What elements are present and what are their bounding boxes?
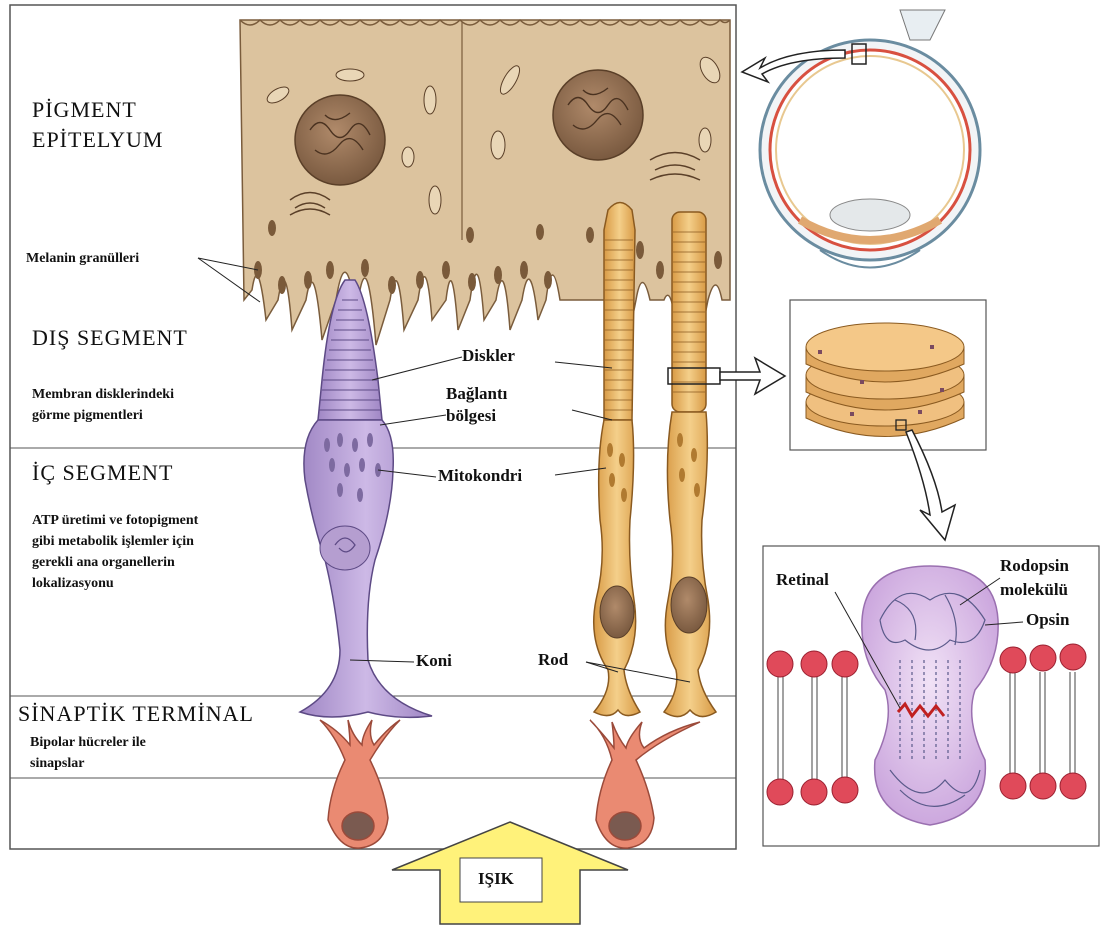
melanin-granules-label: Melanin granülleri (26, 248, 139, 269)
eye-illustration (760, 10, 980, 268)
disc-stack-inset (790, 300, 986, 450)
connecting-zone-label-2: bölgesi (446, 406, 496, 426)
outer-segment-desc: Membran disklerindeki görme pigmentleri (32, 384, 174, 426)
discs-label: Diskler (462, 346, 515, 366)
opsin-label: Opsin (1026, 610, 1069, 630)
epithelium-nucleus-left (295, 95, 385, 185)
epithelium-nucleus-right (553, 70, 643, 160)
cone-label: Koni (416, 651, 452, 671)
light-label: IŞIK (478, 869, 514, 889)
connecting-zone-label-1: Bağlantı (446, 384, 507, 404)
inner-segment-desc: ATP üretimi ve fotopigment gibi metaboli… (32, 510, 198, 594)
rhodopsin-label-2: molekülü (1000, 580, 1068, 600)
pigment-epithelium-title: PİGMENT EPİTELYUM (32, 95, 163, 155)
rhodopsin-label-1: Rodopsin (1000, 556, 1069, 576)
inner-segment-title: İÇ SEGMENT (32, 460, 173, 486)
synaptic-terminal-title: SİNAPTİK TERMİNAL (18, 701, 254, 727)
rod-label: Rod (538, 650, 568, 670)
mitochondria-label: Mitokondri (438, 466, 522, 486)
retinal-label: Retinal (776, 570, 829, 590)
synaptic-terminal-desc: Bipolar hücreler ile sinapslar (30, 732, 146, 774)
outer-segment-title: DIŞ SEGMENT (32, 325, 188, 351)
